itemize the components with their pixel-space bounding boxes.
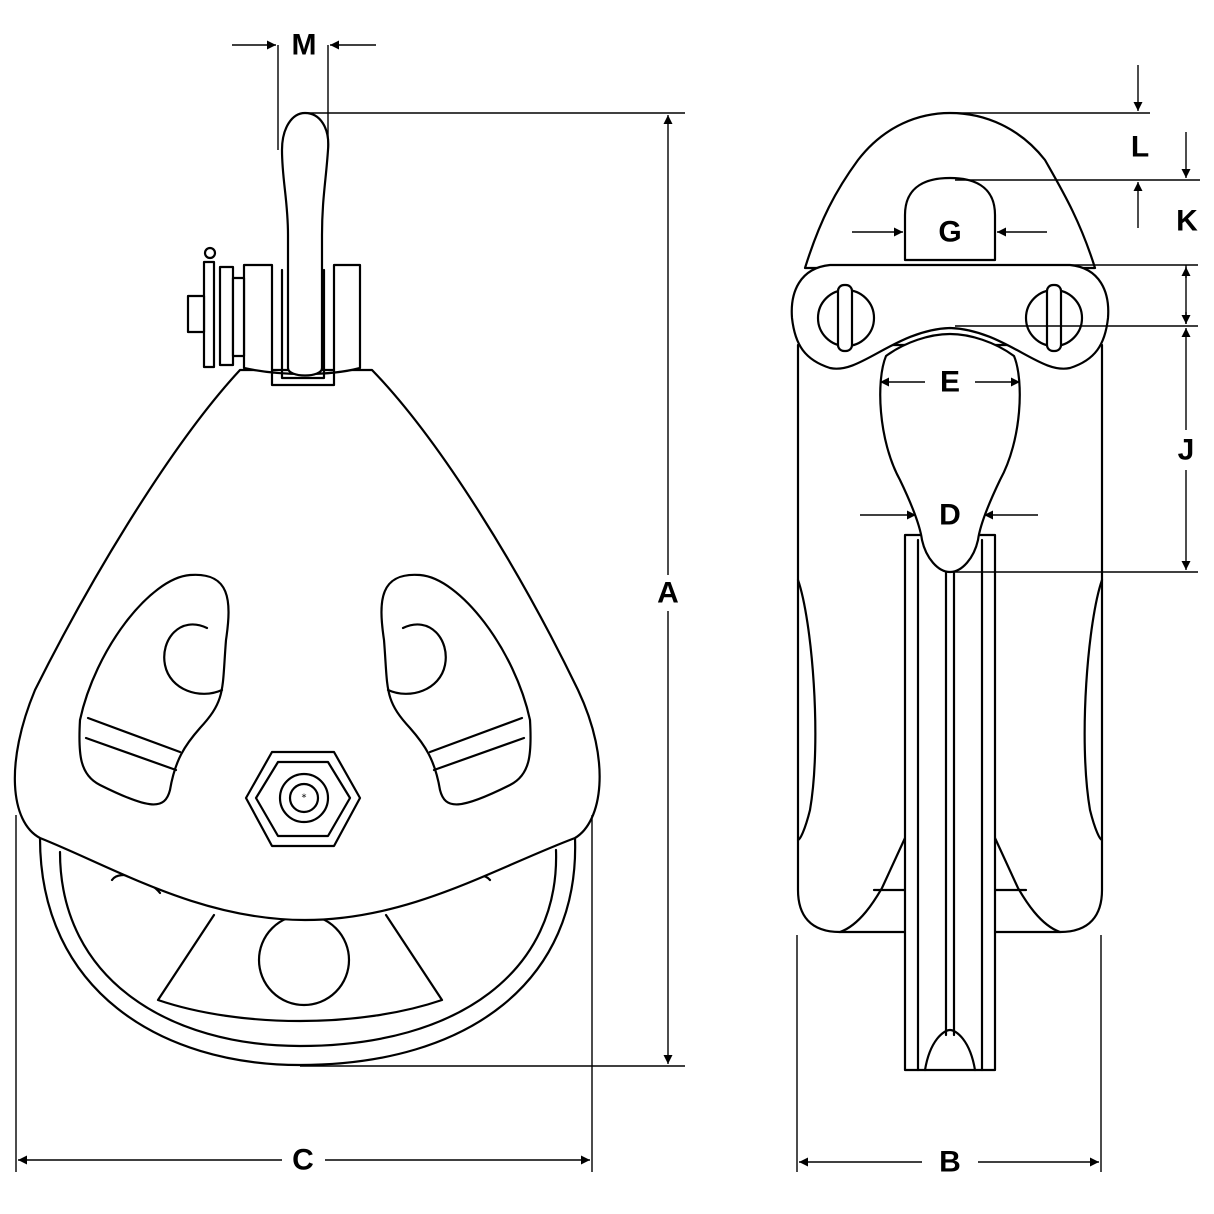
label-d: D (939, 499, 961, 532)
front-view: * (13, 111, 601, 1067)
label-c: C (292, 1144, 314, 1177)
label-g: G (938, 216, 961, 249)
front-cheek-plate (13, 368, 601, 922)
left-lightening-hole (78, 573, 230, 806)
label-l: L (1131, 131, 1149, 164)
front-shackle-pin (280, 111, 330, 377)
dimension-lines (15, 40, 1200, 1172)
dimension-labels: A C M B L K G E J D (292, 29, 1199, 1179)
axle-nut: * (244, 750, 362, 848)
front-swivel-fork (242, 263, 362, 387)
svg-text:*: * (302, 793, 307, 804)
label-j: J (1178, 434, 1195, 467)
side-sheave (903, 533, 997, 1072)
right-lightening-hole (380, 573, 532, 806)
label-e: E (940, 366, 960, 399)
side-view (790, 111, 1110, 1072)
fork-side-pin (186, 246, 246, 369)
label-m: M (292, 29, 317, 62)
label-b: B (939, 1146, 961, 1179)
label-k: K (1176, 205, 1198, 238)
label-a: A (657, 577, 679, 610)
side-cross-strap (790, 263, 1110, 370)
